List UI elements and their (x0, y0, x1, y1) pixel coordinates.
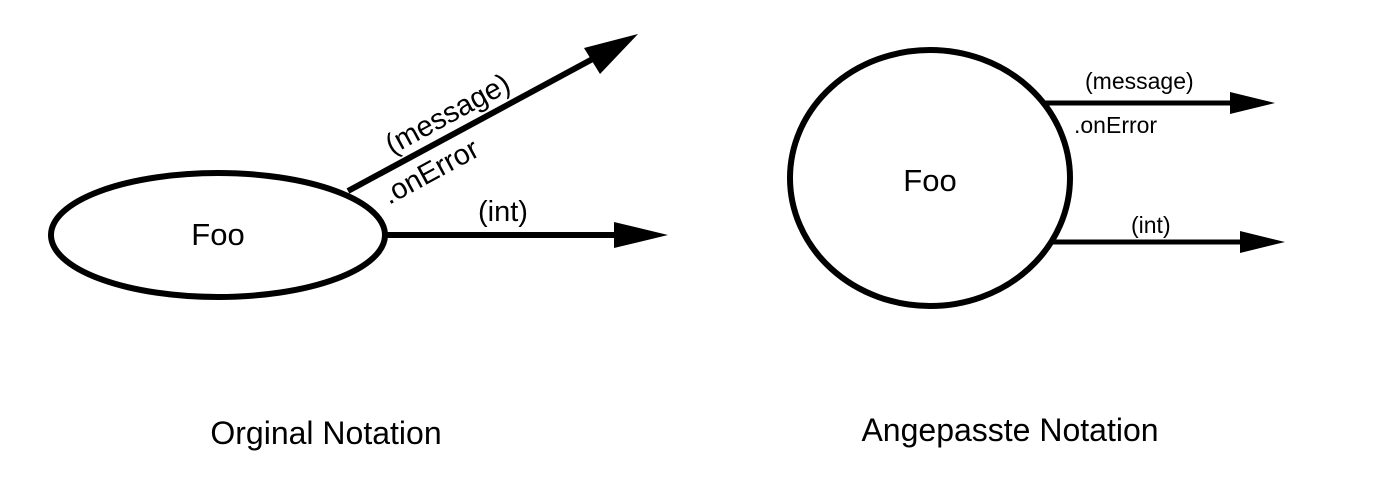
right-message-edge-arrowhead (1230, 92, 1275, 114)
left-foo-node-label: Foo (191, 217, 244, 252)
left-message-edge (346, 52, 602, 194)
left-int-edge-arrowhead (614, 222, 668, 248)
right-diagram: Foo (message) .onError (int) Angepasste … (787, 47, 1285, 448)
right-message-edge-label: (message) (1085, 68, 1194, 94)
left-int-edge-label: (int) (478, 196, 528, 228)
left-caption: Orginal Notation (210, 415, 441, 451)
left-message-edge-arrowhead (584, 34, 638, 74)
right-caption: Angepasste Notation (861, 412, 1158, 448)
right-foo-node (787, 47, 1073, 309)
left-diagram: Foo (message) .onError (int) Orginal Not… (48, 34, 668, 451)
right-onerror-edge-label: .onError (1074, 112, 1157, 138)
right-int-edge-label: (int) (1131, 212, 1171, 238)
right-foo-node-label: Foo (903, 163, 956, 198)
right-int-edge-arrowhead (1240, 231, 1285, 253)
